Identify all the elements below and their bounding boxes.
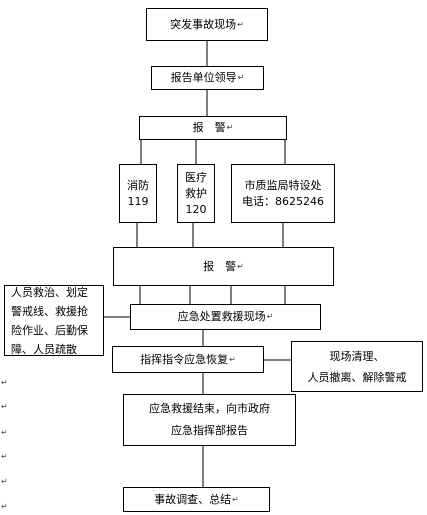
rescue-end-box: 应急救援结束，向市政府 应急指挥部报告	[123, 394, 296, 446]
report-leader-label: 报告单位领导	[170, 71, 237, 84]
paragraph-mark: ↵	[1, 402, 8, 411]
paragraph-mark: ↵	[229, 354, 236, 364]
left-tasks-box: 人员救治、划定 警戒线、救援抢 险作业、后勤保 障、人员疏散	[4, 285, 104, 356]
emergency-scene-label: 应急处置救援现场	[177, 310, 266, 323]
fire-dept-box: 消防 119	[119, 164, 157, 223]
paragraph-mark: ↵	[232, 494, 239, 504]
paragraph-mark: ↵	[226, 123, 234, 132]
incident-scene-box: 突发事故现场↵	[146, 8, 268, 41]
paragraph-mark: ↵	[1, 378, 8, 387]
quality-bureau-box: 市质监局特设处 电话：8625246	[231, 164, 335, 223]
paragraph-mark: ↵	[1, 428, 8, 437]
investigation-label: 事故调查、总结	[154, 492, 232, 506]
incident-scene-label: 突发事故现场	[170, 17, 237, 31]
paragraph-mark: ↵	[1, 477, 8, 486]
alert-label: 报 警	[203, 259, 237, 273]
fire-dept-label: 消防 119	[127, 178, 149, 208]
paragraph-mark: ↵	[1, 502, 8, 511]
investigation-box: 事故调查、总结↵	[123, 487, 270, 512]
right-tasks-label: 现场清理、 人员撤离、解除警戒	[307, 349, 407, 384]
paragraph-mark: ↵	[237, 73, 245, 82]
command-restore-label: 指挥指令应急恢复	[140, 352, 229, 366]
command-restore-box: 指挥指令应急恢复↵	[112, 346, 264, 373]
report-leader-box: 报告单位领导↵	[151, 66, 264, 90]
paragraph-mark: ↵	[266, 312, 274, 321]
medical-box: 医疗 救护 120	[177, 164, 215, 223]
right-tasks-box: 现场清理、 人员撤离、解除警戒	[291, 341, 423, 392]
paragraph-mark: ↵	[1, 452, 8, 461]
paragraph-mark: ↵	[237, 19, 244, 29]
medical-label: 医疗 救护 120	[185, 170, 207, 216]
emergency-scene-box: 应急处置救援现场↵	[130, 304, 321, 330]
alert-bar: 报 警↵	[113, 247, 334, 286]
left-tasks-label: 人员救治、划定 警戒线、救援抢 险作业、后勤保 障、人员疏散	[11, 285, 88, 356]
report-alarm-label: 报 警	[192, 121, 226, 134]
rescue-end-label: 应急救援结束，向市政府 应急指挥部报告	[149, 402, 270, 437]
paragraph-mark: ↵	[237, 261, 244, 271]
quality-bureau-label: 市质监局特设处 电话：8625246	[242, 178, 324, 208]
report-alarm-bar: 报 警↵	[139, 116, 287, 140]
